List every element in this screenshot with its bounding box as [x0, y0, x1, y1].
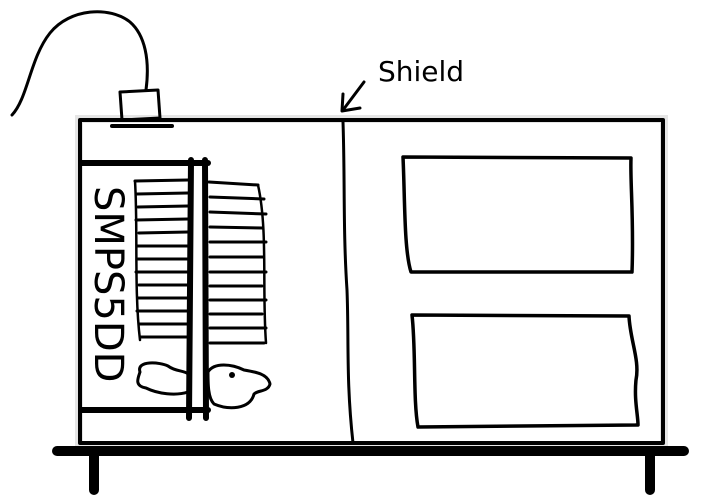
psu-component-right [206, 363, 272, 410]
power-connector [110, 88, 174, 128]
psu-component-left [136, 361, 190, 396]
enclosure-shadow [75, 115, 668, 449]
heatsink-bar-right [202, 157, 209, 421]
psu-label: SMPS5DD [85, 186, 131, 382]
enclosure-box [78, 118, 665, 445]
module-upper [401, 155, 635, 274]
shield-divider [341, 120, 355, 445]
heatsink-fins-right [207, 180, 268, 345]
shield-label: Shield [378, 55, 464, 88]
module-lower [410, 313, 640, 429]
heatsink-fins-left [133, 178, 190, 342]
psu-component-dot [229, 372, 235, 378]
power-cord [10, 10, 149, 117]
shield-arrow [340, 80, 366, 113]
